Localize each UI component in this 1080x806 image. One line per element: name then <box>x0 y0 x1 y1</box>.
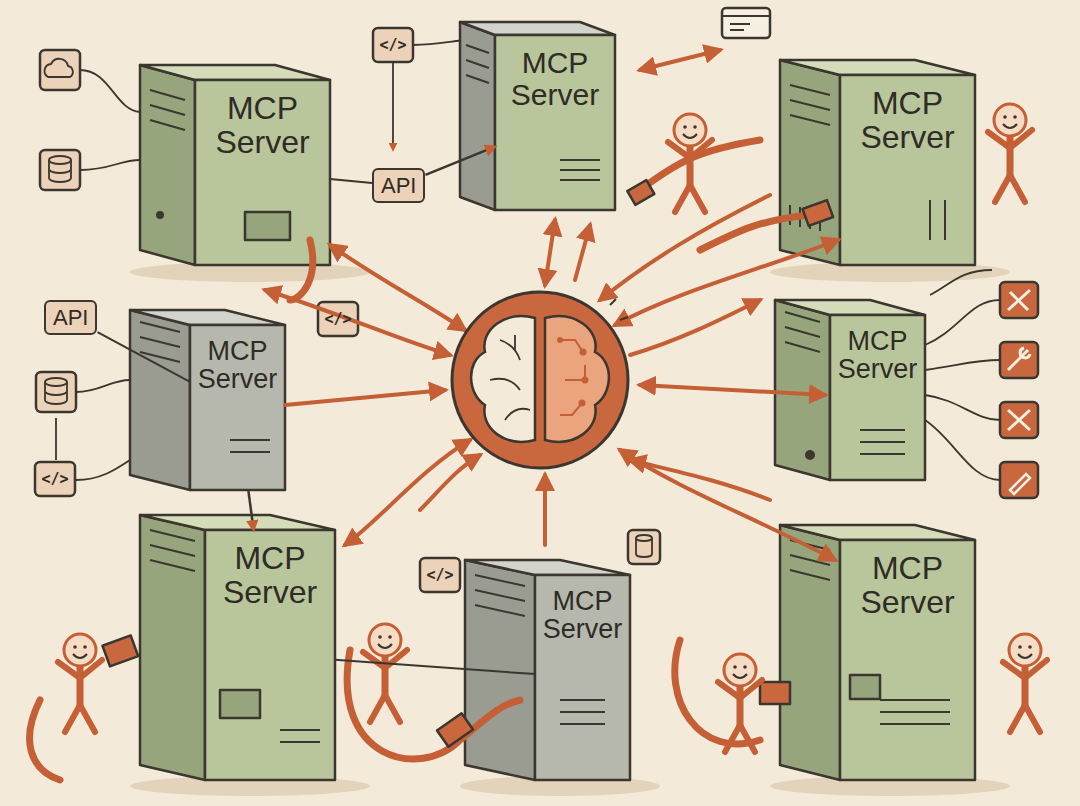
server-box: MCP Server <box>840 540 975 780</box>
server-label: MCP Server <box>834 327 921 384</box>
api-label: API <box>381 173 416 198</box>
connector <box>330 179 372 183</box>
code-icon-label: </> <box>379 36 406 54</box>
server-label: MCP Server <box>199 92 326 159</box>
connector <box>98 332 191 382</box>
code-icon-label: </> <box>426 566 453 584</box>
server-label: MCP Server <box>539 587 626 644</box>
server-label: MCP Server <box>844 552 971 619</box>
server-label: MCP Server <box>194 337 281 394</box>
server-label: MCP Server <box>499 47 611 110</box>
connector <box>248 490 253 530</box>
server-box: MCP Server <box>195 80 330 265</box>
server-mr <box>775 300 925 480</box>
api-box: API <box>44 300 97 335</box>
server-box: MCP Server <box>190 325 285 490</box>
server-box: MCP Server <box>535 575 630 780</box>
server-tr <box>780 60 975 265</box>
code-icon-label: </> <box>324 310 351 328</box>
server-box: MCP Server <box>495 35 615 210</box>
code-icon-label: </> <box>41 470 68 488</box>
connector <box>426 147 496 175</box>
server-tc <box>460 22 615 210</box>
server-box: MCP Server <box>840 75 975 265</box>
server-bl <box>140 515 335 780</box>
server-box: MCP Server <box>205 530 335 780</box>
server-tl <box>140 65 330 265</box>
server-box: MCP Server <box>830 315 925 480</box>
server-br <box>780 525 975 780</box>
api-label: API <box>53 305 88 330</box>
server-label: MCP Server <box>209 542 331 609</box>
api-box: API <box>372 168 425 203</box>
connector <box>335 660 535 674</box>
server-ml <box>130 310 285 490</box>
server-label: MCP Server <box>844 87 971 154</box>
